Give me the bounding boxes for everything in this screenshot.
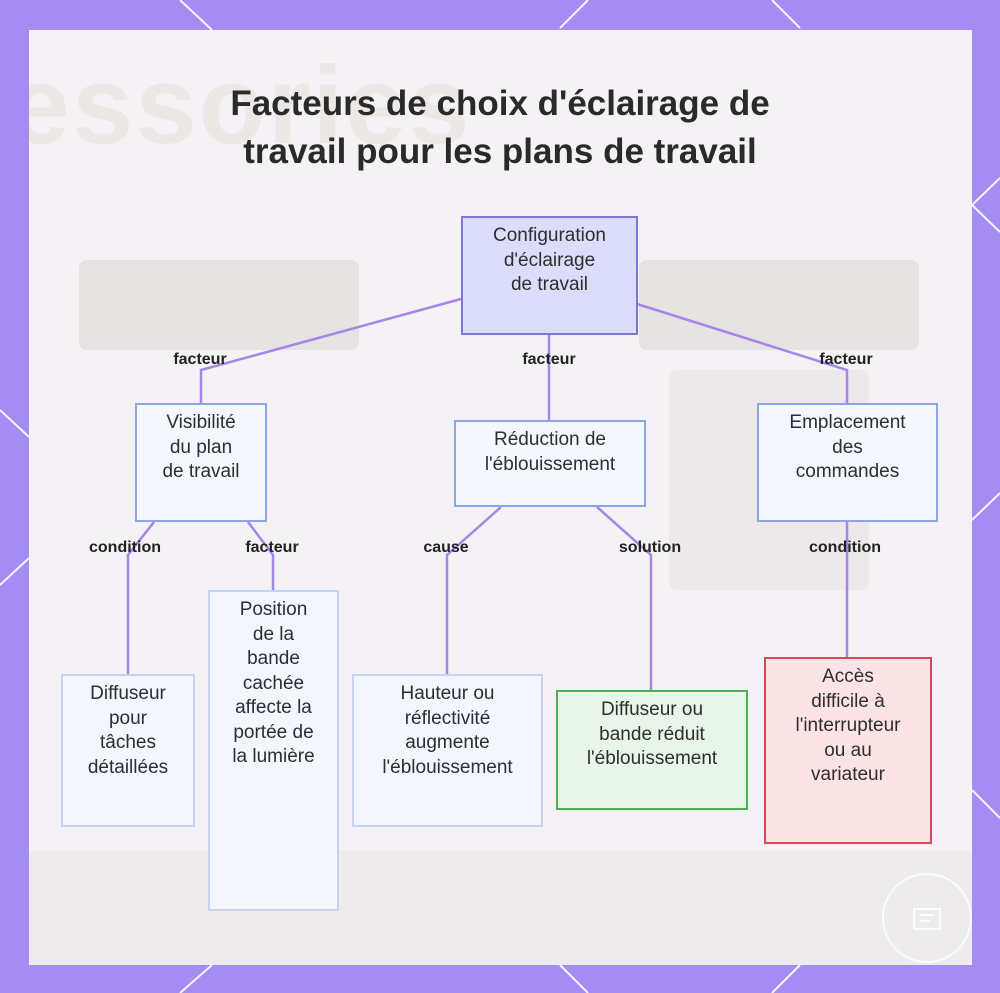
edge-label-root-visibility: facteur [173, 351, 227, 368]
edge-label-glare-height: cause [423, 539, 469, 556]
edge-glare-diffuser [596, 506, 653, 690]
node-root: Configuration d'éclairage de travail [461, 216, 638, 335]
logo-badge-icon [882, 873, 972, 963]
node-switch-access: Accès difficile à l'interrupteur ou au v… [764, 657, 932, 844]
edge-visibility-diffuser [126, 521, 155, 674]
background-blur-shape [639, 260, 919, 350]
diagram-title: Facteurs de choix d'éclairage de travail… [0, 80, 1000, 176]
edge-root-controls [636, 302, 849, 403]
edge-label-glare-diffuser: solution [618, 539, 682, 556]
node-glare: Réduction de l'éblouissement [454, 420, 646, 507]
edge-visibility-strip [247, 521, 275, 590]
background-blur-shape [79, 260, 359, 350]
edge-label-visibility-diffuser: condition [89, 539, 161, 556]
node-strip-position: Position de la bande cachée affecte la p… [208, 590, 339, 911]
edge-label-root-controls: facteur [819, 351, 873, 368]
edge-label-root-glare: facteur [522, 351, 576, 368]
edge-root-visibility [199, 297, 462, 403]
edge-label-visibility-strip: facteur [245, 539, 299, 556]
edge-glare-height [445, 506, 502, 674]
background-ghost-text: essories [29, 44, 472, 167]
title-line-2: travail pour les plans de travail [243, 132, 757, 171]
node-controls: Emplacement des commandes [757, 403, 938, 522]
title-line-1: Facteurs de choix d'éclairage de [230, 84, 770, 123]
node-visibility: Visibilité du plan de travail [135, 403, 267, 522]
node-diffuser-band: Diffuseur ou bande réduit l'éblouissemen… [556, 690, 748, 810]
node-diffuser-tasks: Diffuseur pour tâches détaillées [61, 674, 195, 827]
edge-label-controls-switch: condition [809, 539, 881, 556]
background-blur-shape [29, 850, 972, 965]
node-height-reflectivity: Hauteur ou réflectivité augmente l'éblou… [352, 674, 543, 827]
